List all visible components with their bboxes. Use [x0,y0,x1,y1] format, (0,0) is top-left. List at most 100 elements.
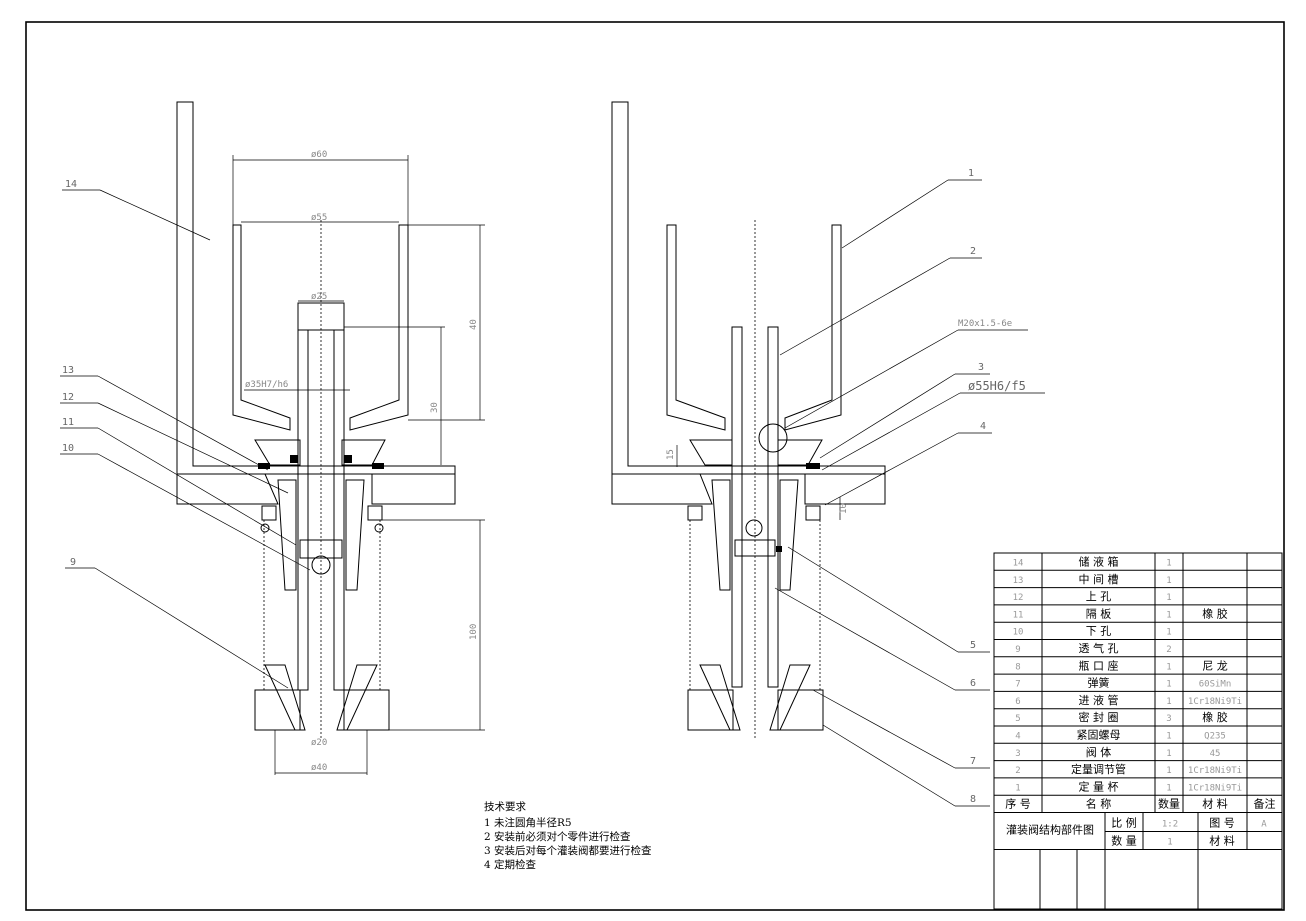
dim-h100: 100 [469,624,479,640]
bom-row-name: 弹簧 [1088,676,1110,690]
bom-row-material: 橡 胶 [1202,710,1228,724]
bom-row-name: 密 封 圈 [1079,710,1119,724]
bom-row-name: 下 孔 [1086,625,1112,638]
bom-row-qty: 1 [1166,749,1171,759]
bom-row-qty: 1 [1166,559,1171,569]
bom-row-material: 橡 胶 [1202,606,1228,620]
bom-row-name: 上 孔 [1086,590,1112,603]
bom-row-name: 阀 体 [1086,745,1112,759]
bom-row-no: 3 [1015,749,1020,759]
dim-h30: 30 [430,402,440,413]
adjust-tube-right [333,329,345,691]
material-label: 材 料 [1209,834,1235,848]
callout-4: 4 [980,421,986,432]
bom-row-no: 4 [1015,732,1020,742]
bom-header-qty: 数量 [1158,798,1180,811]
adjust-tube-left [297,329,309,691]
nut-right [367,505,383,521]
bom-row-name: 透 气 孔 [1079,641,1119,655]
tank-bottom-left [176,473,279,505]
valve-body-left [254,439,301,466]
notes-title: 技术要求 [484,800,526,813]
bom-row-qty: 1 [1166,732,1171,742]
callout-12: 12 [62,392,74,403]
bom-row-name: 瓶 口 座 [1079,658,1119,672]
dim-h15: 15 [666,449,676,460]
dim-d60: ø60 [311,150,327,160]
dim-h40: 40 [469,319,479,330]
cup-wall-left [666,224,726,431]
bom-header-no: 序 号 [1005,797,1031,811]
bom-row-name: 进 液 管 [1079,693,1119,707]
seal-ring [290,455,298,463]
bom-row-material: 45 [1210,749,1221,759]
seal-ring [258,463,270,469]
bom-header-material: 材 料 [1202,797,1228,811]
scale-label: 比 例 [1111,816,1137,830]
nut-left [261,505,277,521]
bom-row-material: 尼 龙 [1202,659,1228,672]
bom-row-no: 10 [1013,628,1024,638]
bottle-seat-left [254,689,301,731]
drawing-border [25,21,1285,911]
bom-row-qty: 1 [1166,662,1171,672]
adjust-tube-left [731,326,743,688]
bom-row-material: Q235 [1204,732,1226,742]
thread-detail [758,423,788,453]
right-section-view [611,101,886,740]
bom-row-name: 定量调节管 [1071,762,1126,776]
callout-2: 2 [970,246,976,257]
tank-wall-left [611,101,886,475]
bom-row-material: 1Cr18Ni9Ti [1188,697,1242,707]
dim-d20: ø20 [311,738,327,748]
bom-row-no: 13 [1013,576,1024,586]
qty-label: 数 量 [1111,835,1137,848]
drawing-no-label: 图 号 [1209,817,1235,830]
note-item: 4 定期检查 [484,858,537,871]
note-item: 1 未注圆角半径R5 [484,816,572,829]
bom-row-qty: 3 [1166,714,1171,724]
drawing-name: 灌装阀结构部件图 [1006,823,1094,837]
callout-13: 13 [62,365,74,376]
dim-d55-fit: ø55H6/f5 [968,379,1026,393]
bom-row-name: 中 间 槽 [1079,573,1119,586]
callout-5: 5 [970,640,976,651]
adjust-tube-right [767,326,779,688]
dim-d35: ø35H7/h6 [245,380,288,390]
callout-9: 9 [70,557,76,568]
inner-body-right [345,479,365,591]
callout-6: 6 [970,678,976,689]
dim-h10: 10 [839,503,849,514]
bom-row-no: 9 [1015,645,1020,655]
seal-ring [372,463,384,469]
bom-row-qty: 1 [1166,628,1171,638]
bottle-seat-left [687,689,734,731]
bom-row-name: 紧固螺母 [1077,729,1121,742]
bom-row-no: 1 [1015,783,1020,793]
bom-header-name: 名 称 [1086,797,1112,811]
bom-row-material: 60SiMn [1199,680,1232,690]
bom-row-qty: 2 [1166,645,1171,655]
note-item: 3 安装后对每个灌装阀都要进行检查 [484,844,652,857]
bom-row-qty: 1 [1166,680,1171,690]
callout-3: 3 [978,362,984,373]
bom-row-name: 隔 板 [1086,606,1112,620]
dim-d40: ø40 [311,763,327,773]
left-section-view [176,101,485,775]
bom-row-name: 定 量 杯 [1079,779,1119,793]
vent-hole [745,519,763,537]
bom-header-remark: 备注 [1254,797,1276,811]
qty-value: 1 [1167,838,1172,848]
dim-d25: ø25 [311,292,327,302]
leader-lines-right [774,179,1045,807]
bom-row-qty: 1 [1166,697,1171,707]
bom-row-qty: 1 [1166,576,1171,586]
bom-row-no: 7 [1015,680,1020,690]
bom-row-qty: 1 [1166,610,1171,620]
bom-row-qty: 1 [1166,766,1171,776]
cup-wall-left [232,224,291,431]
callout-11: 11 [62,417,74,428]
bom-row-no: 11 [1013,610,1024,620]
